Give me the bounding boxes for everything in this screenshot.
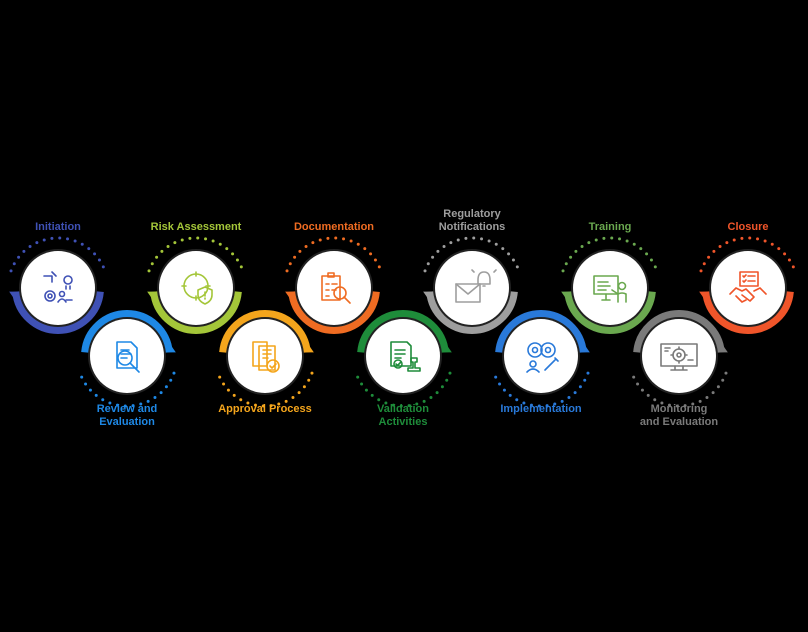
step-disc — [504, 319, 578, 393]
dotted-ring — [356, 371, 452, 408]
step-label-line: Validation — [377, 403, 429, 415]
dotted-ring — [147, 236, 243, 273]
envelope-bell-icon — [455, 269, 497, 303]
step-label-line: Review and — [96, 403, 158, 415]
step-arc — [564, 291, 656, 334]
step-node — [285, 236, 381, 334]
step-label-line: Regulatory — [443, 208, 501, 220]
step-label-line: Monitoring — [650, 403, 708, 415]
gears-worker-wrench-icon — [526, 342, 559, 373]
step-disc — [711, 251, 785, 325]
dotted-ring — [80, 371, 176, 408]
gears-lightbulb-people-icon — [43, 271, 73, 303]
step-disc — [159, 251, 233, 325]
step-label: Risk Assessment — [136, 221, 256, 234]
step-label: Implementation — [481, 403, 601, 416]
step-label-line: and Evaluation — [639, 416, 719, 428]
step-disc — [228, 319, 302, 393]
step-arc — [633, 310, 725, 353]
step-label-line: Closure — [727, 221, 769, 233]
step-node — [9, 236, 105, 334]
step-node — [632, 310, 728, 408]
dotted-ring — [423, 236, 519, 273]
step-label-line: Activities — [378, 416, 428, 428]
step-label-line: Risk Assessment — [150, 221, 242, 233]
step-node — [423, 236, 519, 334]
step-label-line: Notifications — [438, 221, 506, 233]
step-arc — [150, 291, 242, 334]
step-arc — [219, 310, 311, 353]
dotted-ring — [218, 371, 314, 408]
dotted-ring — [494, 371, 590, 408]
step-disc — [573, 251, 647, 325]
step-disc — [90, 319, 164, 393]
step-label: Training — [550, 221, 670, 234]
dotted-ring — [561, 236, 657, 273]
gear-shield-icon — [181, 271, 213, 305]
step-disc — [642, 319, 716, 393]
dotted-ring — [699, 236, 795, 273]
step-node — [80, 310, 176, 408]
step-arc — [288, 291, 380, 334]
monitor-gear-icon — [660, 343, 698, 371]
step-label-line: Training — [588, 221, 632, 233]
step-node — [218, 310, 314, 408]
step-label: Closure — [688, 221, 808, 234]
step-disc — [366, 319, 440, 393]
dotted-ring — [9, 236, 105, 273]
step-disc — [21, 251, 95, 325]
step-node — [147, 236, 243, 334]
step-node — [356, 310, 452, 408]
step-label: Initiation — [0, 221, 118, 234]
step-label: Documentation — [274, 221, 394, 234]
step-label: Approval Process — [205, 403, 325, 416]
clipboard-search-icon — [321, 272, 351, 304]
step-node — [494, 310, 590, 408]
step-label-line: Documentation — [293, 221, 375, 233]
step-label-line: Implementation — [500, 403, 582, 415]
step-arc — [357, 310, 449, 353]
presentation-board-icon — [593, 275, 627, 303]
checklist-handshake-icon — [729, 271, 767, 303]
step-label-line: Initiation — [35, 221, 81, 233]
step-arc — [702, 291, 794, 334]
document-magnifier-icon — [116, 341, 140, 373]
dotted-ring — [632, 371, 728, 408]
step-arc — [426, 291, 518, 334]
step-node — [561, 236, 657, 334]
step-disc — [435, 251, 509, 325]
step-disc — [297, 251, 371, 325]
step-label-line: Evaluation — [99, 416, 155, 428]
dotted-ring — [285, 236, 381, 273]
step-arc — [495, 310, 587, 353]
step-label-line: Approval Process — [218, 403, 312, 415]
step-arc — [12, 291, 104, 334]
approved-documents-icon — [252, 341, 280, 373]
step-node — [699, 236, 795, 334]
step-arc — [81, 310, 173, 353]
certificate-stamp-icon — [390, 341, 421, 372]
